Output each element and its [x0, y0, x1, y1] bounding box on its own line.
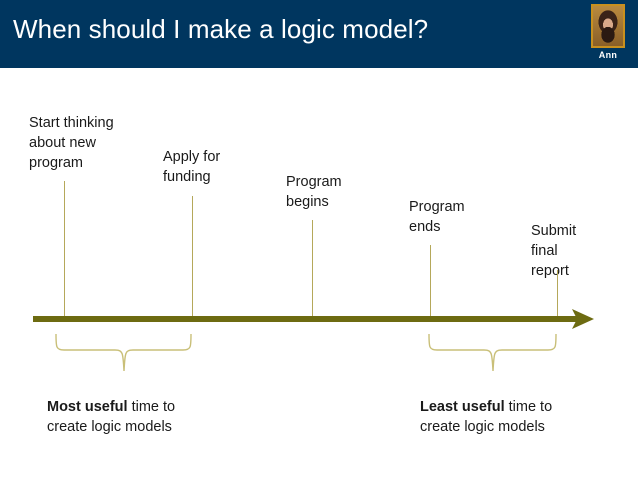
- milestone-tick-submit-report: [557, 270, 558, 316]
- bracket-caption-rest-most-useful: time to create logic models: [47, 399, 176, 435]
- timeline-axis-line: [33, 316, 578, 322]
- avatar-name-label: Ann: [598, 50, 618, 60]
- page-title: When should I make a logic model?: [13, 14, 429, 44]
- avatar: [591, 4, 625, 48]
- bracket-caption-emphasis-most-useful: Most useful: [47, 399, 128, 415]
- milestone-label-submit-report: Submit final report: [531, 223, 577, 279]
- curly-brace-most-useful: [55, 333, 192, 372]
- bracket-caption-rest-least-useful: time to create logic models: [420, 399, 553, 435]
- milestone-tick-program-ends: [430, 245, 431, 316]
- bracket-caption-least-useful: Least useful time to create logic models: [420, 397, 552, 437]
- milestone-label-start-thinking: Start thinking about new program: [29, 115, 114, 171]
- milestone-tick-start-thinking: [64, 181, 65, 316]
- curly-brace-least-useful: [428, 333, 557, 372]
- bracket-caption-most-useful: Most useful time to create logic models: [47, 397, 175, 437]
- milestone-label-program-begins: Program begins: [286, 174, 342, 210]
- right-arrow-icon: [570, 306, 596, 332]
- milestone-label-program-ends: Program ends: [409, 199, 465, 235]
- slide-header: When should I make a logic model? Ann: [0, 0, 638, 68]
- milestone-tick-program-begins: [312, 220, 313, 316]
- milestone-label-apply-funding: Apply for funding: [163, 149, 221, 185]
- presenter-avatar-block: Ann: [586, 4, 630, 60]
- milestone-tick-apply-funding: [192, 196, 193, 316]
- bracket-caption-emphasis-least-useful: Least useful: [420, 399, 505, 415]
